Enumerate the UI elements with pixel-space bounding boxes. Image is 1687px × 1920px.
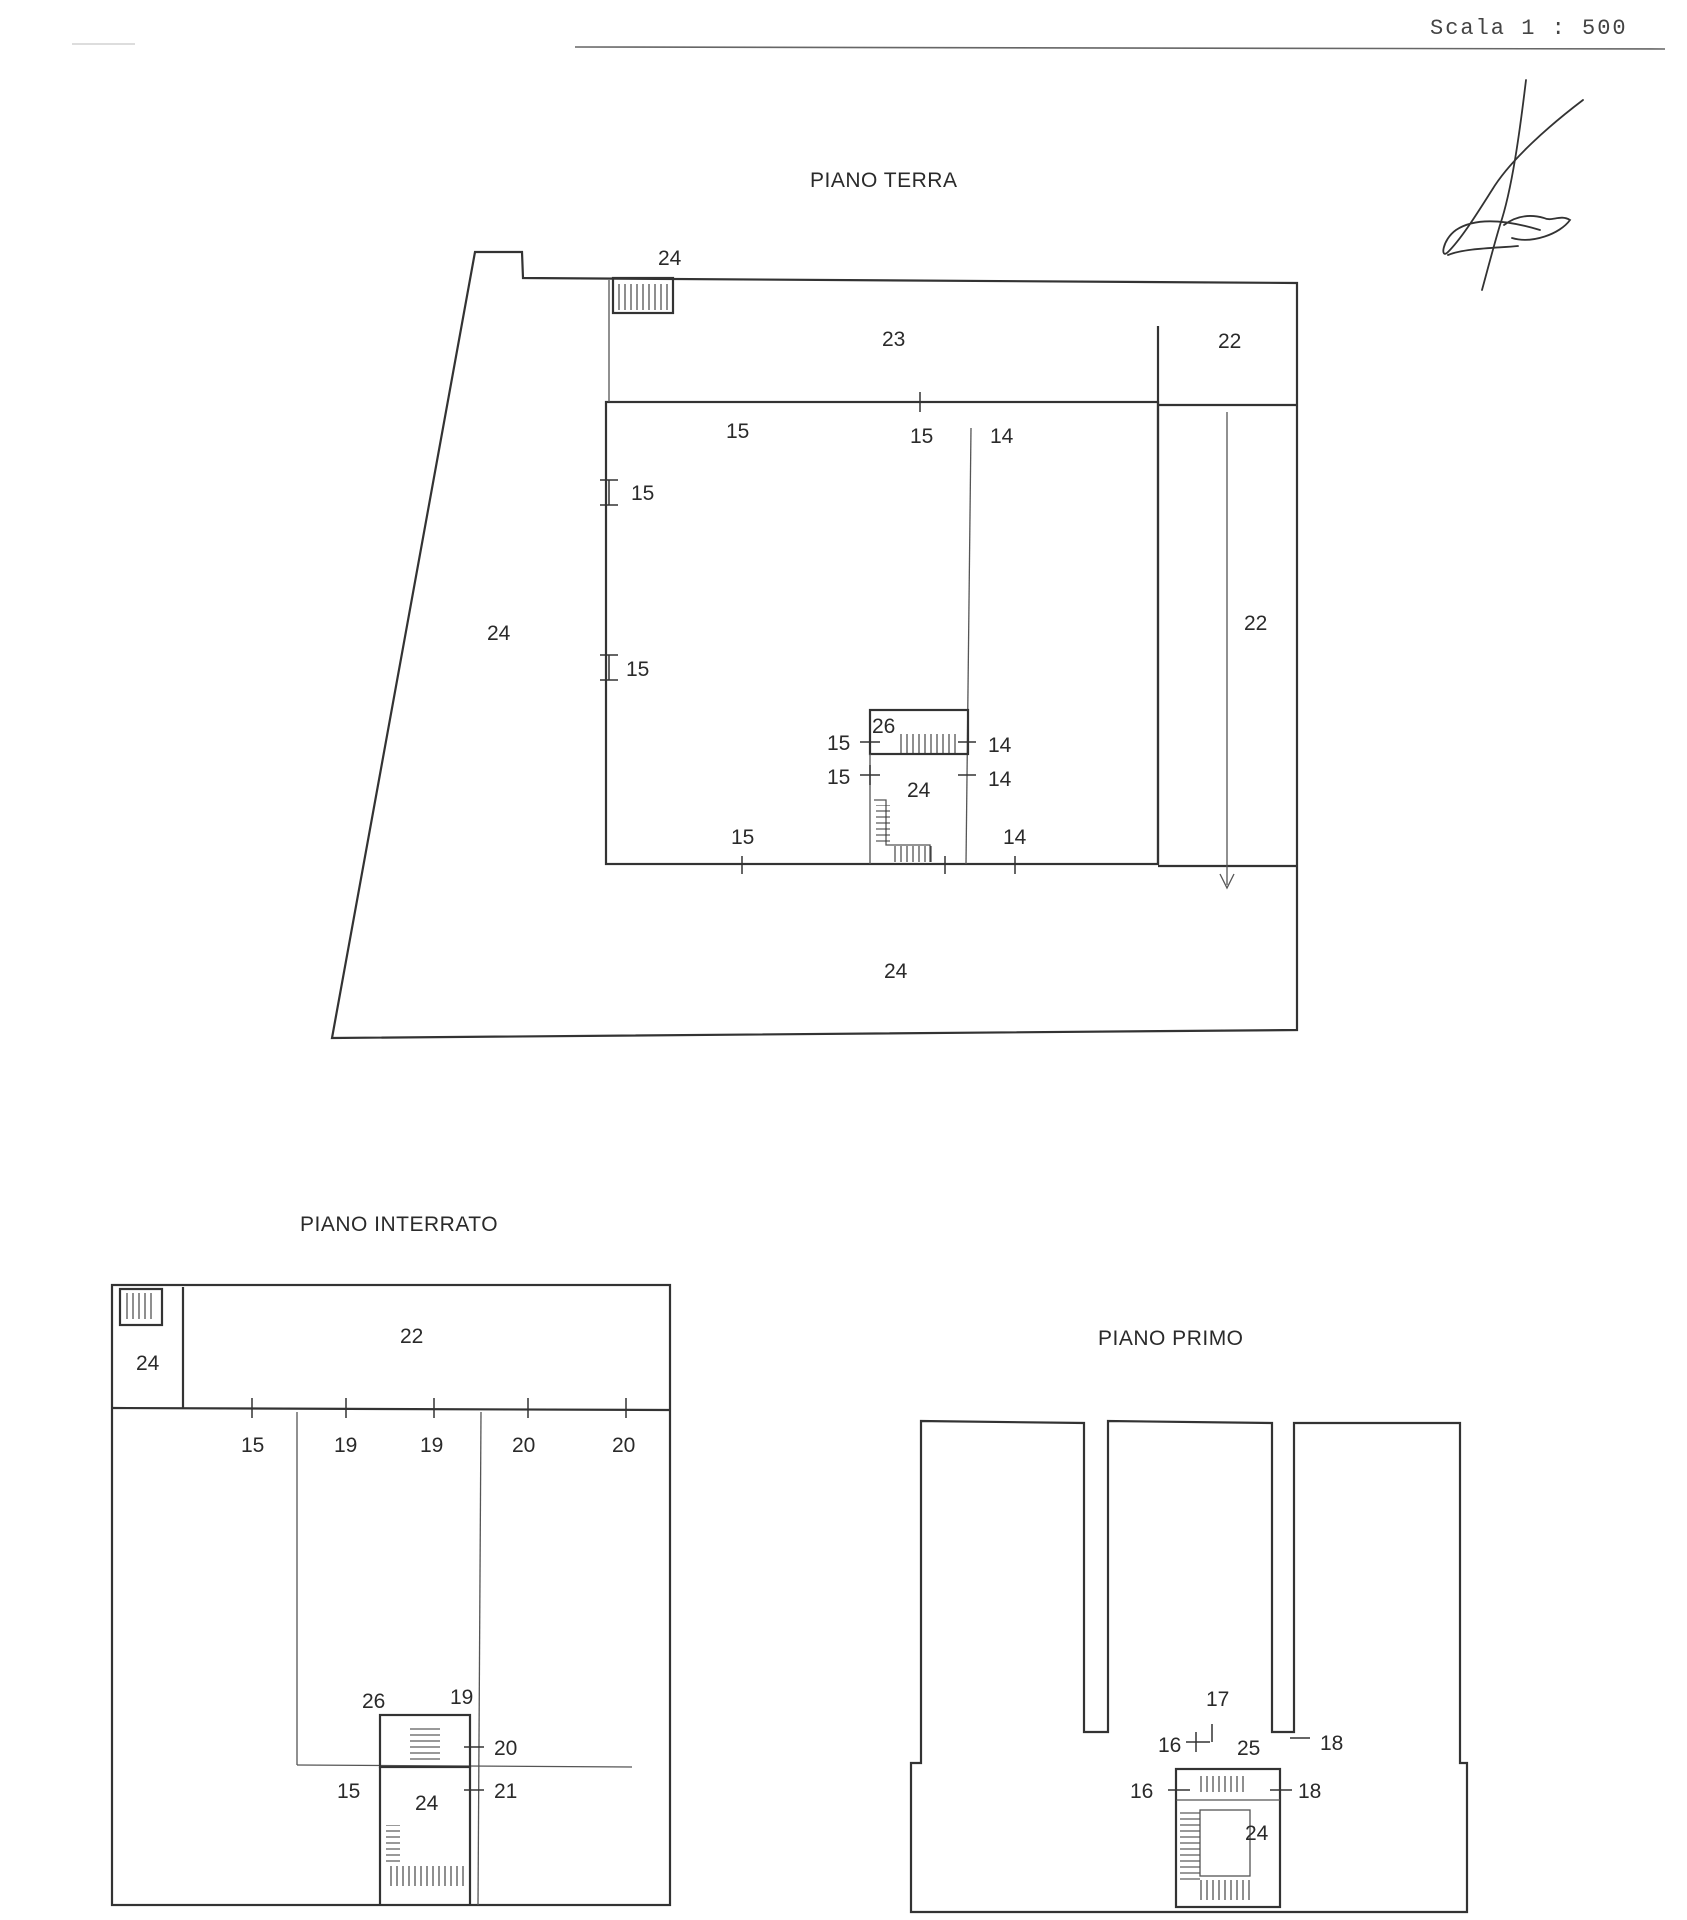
primo-stair-box [1174, 1767, 1282, 1909]
interrato-outline [110, 1283, 672, 1907]
interrato-label-d4: 20 [512, 1434, 535, 1457]
interrato-label-stair: 26 [362, 1690, 385, 1713]
interrato-label-d3: 19 [420, 1434, 443, 1457]
interrato-lower-stair-treads2 [386, 1825, 400, 1865]
terra-arrow-head [1219, 873, 1235, 890]
piano-interrato-plan: PIANO INTERRATO 24 22 15 19 19 20 20 26 [110, 1213, 672, 1907]
terra-label-l1: 15 [631, 482, 654, 505]
primo-label-16b: 16 [1130, 1780, 1153, 1803]
terra-partition [965, 427, 972, 865]
terra-label-court-top: 23 [882, 328, 905, 351]
interrato-label-d5: 20 [612, 1434, 635, 1457]
terra-outline-left [330, 250, 1299, 1040]
terra-label-t2: 15 [910, 425, 933, 448]
interrato-corner-stair-treads [126, 1293, 156, 1319]
primo-ticks [1168, 1724, 1310, 1800]
primo-stair-treads-c [1200, 1880, 1250, 1900]
primo-label-18b: 18 [1298, 1780, 1321, 1803]
interrato-label-top-band: 22 [400, 1325, 423, 1348]
piano-primo-plan: PIANO PRIMO 17 16 25 18 16 18 24 [909, 1327, 1469, 1914]
terra-label-r1: 14 [988, 734, 1012, 757]
interrato-lower-stair-treads [386, 1866, 466, 1886]
primo-stair-treads-b [1180, 1812, 1200, 1882]
primo-label-24: 24 [1245, 1822, 1269, 1845]
terra-label-stair-mid: 26 [872, 715, 895, 738]
primo-stair-treads-a [1200, 1776, 1248, 1792]
terra-stair-core-treads [900, 734, 956, 754]
header-rule [574, 46, 1666, 50]
primo-label-25: 25 [1237, 1737, 1260, 1760]
scale-label: Scala 1 : 500 [1430, 16, 1628, 41]
interrato-ticks [251, 1398, 627, 1791]
terra-label-side-right: 22 [1244, 612, 1267, 635]
terra-label-stair-top: 24 [658, 247, 682, 270]
terra-label-m2: 15 [827, 766, 850, 789]
interrato-top-band [111, 1406, 671, 1412]
terra-label-b2: 14 [1003, 826, 1027, 849]
terra-label-r2: 14 [988, 768, 1012, 791]
interrato-label-s19: 19 [450, 1686, 473, 1709]
terra-stair-top-treads [618, 284, 670, 310]
primo-outline [909, 1419, 1469, 1914]
terra-stair-lower-treads2 [892, 846, 932, 862]
interrato-label-corner: 24 [136, 1352, 160, 1375]
terra-ticks [600, 392, 1016, 874]
interrato-stair-treads [410, 1725, 440, 1763]
terra-label-left-area: 24 [487, 622, 511, 645]
primo-label-18a: 18 [1320, 1732, 1343, 1755]
interrato-label-center: 24 [415, 1792, 439, 1815]
interrato-partition-right [477, 1411, 482, 1906]
primo-label-17: 17 [1206, 1688, 1229, 1711]
interrato-label-d1: 15 [241, 1434, 264, 1457]
primo-stair-core [1199, 1809, 1251, 1877]
piano-primo-title: PIANO PRIMO [1098, 1327, 1244, 1350]
interrato-label-d2: 19 [334, 1434, 357, 1457]
interrato-stair-box [378, 1713, 472, 1769]
terra-label-t1: 15 [726, 420, 749, 443]
terra-label-bottom-area: 24 [884, 960, 908, 983]
interrato-label-s20: 20 [494, 1737, 517, 1760]
terra-label-t3: 14 [990, 425, 1014, 448]
interrato-corner-stair [118, 1287, 164, 1327]
primo-label-16a: 16 [1158, 1734, 1181, 1757]
terra-label-side-top: 22 [1218, 330, 1241, 353]
piano-interrato-title: PIANO INTERRATO [300, 1213, 498, 1236]
piano-terra-title: PIANO TERRA [810, 169, 957, 192]
terra-main-block [604, 400, 1160, 866]
terra-label-b1: 15 [731, 826, 754, 849]
terra-label-center: 24 [907, 779, 931, 802]
terra-label-m1: 15 [827, 732, 850, 755]
signature-icon [1442, 79, 1584, 291]
interrato-label-s21: 21 [494, 1780, 517, 1803]
terra-label-l2: 15 [626, 658, 649, 681]
interrato-label-s15: 15 [337, 1780, 360, 1803]
terra-stair-top [611, 276, 675, 315]
terra-stair-lower-treads [876, 805, 890, 845]
piano-terra-plan: PIANO TERRA [330, 169, 1299, 1040]
